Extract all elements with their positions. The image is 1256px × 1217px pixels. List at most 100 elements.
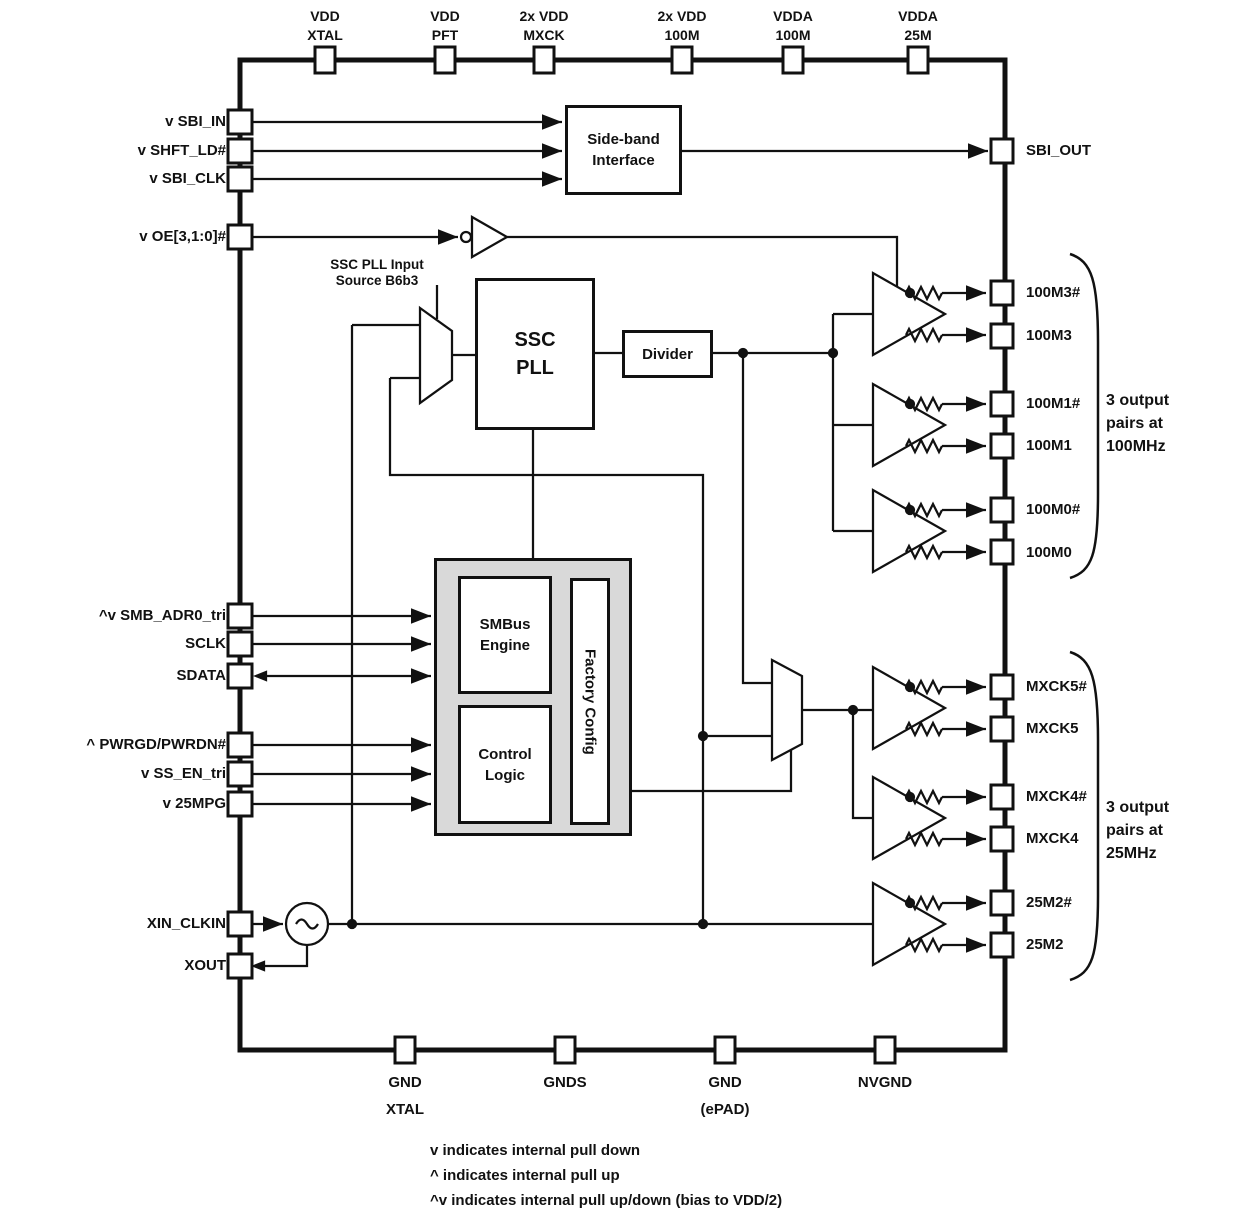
pin-square (989, 715, 1015, 743)
mxck-mux (697, 658, 873, 820)
config-select-wire (632, 750, 793, 793)
pin-square (989, 137, 1015, 165)
pin-label-25mpg: v 25MPG (162, 795, 226, 812)
pin-square (226, 760, 254, 788)
pin-square (713, 1035, 737, 1065)
pin-square (989, 889, 1015, 917)
pin-label-nvgnd: NVGND (857, 1074, 913, 1091)
pin-label-100m1: 100M1 (1026, 437, 1072, 454)
factory-config-block: Factory Config (570, 578, 610, 825)
pin-square (226, 137, 254, 165)
pin-label-100m1n: 100M1# (1026, 395, 1081, 412)
resistor-icon (904, 326, 944, 344)
output-buffer-100m0 (871, 488, 986, 574)
oe-wire (252, 215, 899, 288)
inverter-bubble-icon (459, 230, 473, 244)
pin-square (670, 45, 694, 75)
left-pin-squares (226, 108, 254, 980)
pin-square (989, 432, 1015, 460)
main-clock-wires (531, 312, 873, 685)
pin-square (226, 790, 254, 818)
pin-square (906, 45, 930, 75)
pin-square (989, 322, 1015, 350)
pin-label-xin-clkin: XIN_CLKIN (146, 915, 226, 932)
pll-input-mux (350, 285, 705, 924)
pin-label-100m0: 100M0 (1026, 544, 1072, 561)
pin-label-100m3n: 100M3# (1026, 284, 1081, 301)
pin-label-sbi-in: v SBI_IN (165, 113, 226, 130)
pin-label-gnd-epad: GND(ePAD) (700, 1074, 750, 1118)
pin-square (781, 45, 805, 75)
pin-label-25m2: 25M2 (1026, 936, 1064, 953)
pin-label-oe: v OE[3,1:0]# (139, 228, 226, 245)
resistor-icon (904, 788, 944, 806)
smbus-engine-block: SMBus Engine (458, 576, 552, 694)
brace-25m (1069, 650, 1100, 982)
pin-label-sbi-clk: v SBI_CLK (149, 170, 226, 187)
pin-square (226, 108, 254, 136)
pin-square (532, 45, 556, 75)
pin-label-pwrgd: ^ PWRGD/PWRDN# (86, 736, 226, 753)
resistor-icon (904, 437, 944, 455)
pll-input-mux-label: SSC PLL Input Source B6b3 (330, 257, 424, 288)
pin-label-100m3: 100M3 (1026, 327, 1072, 344)
pin-label-mxck4n: MXCK4# (1026, 788, 1087, 805)
right-pin-squares (989, 137, 1015, 959)
pin-square (226, 910, 254, 938)
legend-pull-down: v indicates internal pull down (430, 1142, 641, 1159)
resistor-icon (904, 395, 944, 413)
pin-label-shft-ld: v SHFT_LD# (137, 142, 226, 159)
pin-label-sclk: SCLK (185, 635, 226, 652)
pin-square (226, 165, 254, 193)
pin-square (393, 1035, 417, 1065)
output-buffer-100m1 (871, 382, 986, 468)
pin-square (226, 662, 254, 690)
pin-square (226, 630, 254, 658)
pin-square (553, 1035, 577, 1065)
pin-label-gnds: GNDS (543, 1074, 587, 1091)
pin-label-sbi-out: SBI_OUT (1026, 142, 1092, 159)
pin-label-smb-adr0: ^v SMB_ADR0_tri (98, 607, 226, 624)
pin-square (873, 1035, 897, 1065)
mux-icon (418, 305, 454, 406)
output-buffer-25m2 (871, 881, 986, 967)
pin-square (226, 602, 254, 630)
resistor-icon (904, 720, 944, 738)
pin-label-ss-en: v SS_EN_tri (140, 765, 226, 782)
resistor-icon (904, 894, 944, 912)
resistor-icon (904, 501, 944, 519)
smbus-wires (252, 608, 431, 812)
pin-square (313, 45, 337, 75)
ssc-pll-block: SSC PLL (475, 278, 595, 430)
pin-label-100m0n: 100M0# (1026, 501, 1081, 518)
pin-square (989, 496, 1015, 524)
pin-square (989, 390, 1015, 418)
pin-label-mxck4: MXCK4 (1026, 830, 1079, 847)
legend-pull-up: ^ indicates internal pull up (430, 1167, 620, 1184)
brace-100m (1069, 252, 1100, 580)
pin-square (226, 731, 254, 759)
control-logic-block: Control Logic (458, 705, 552, 824)
sideband-interface-block: Side-band Interface (565, 105, 682, 195)
bottom-pin-squares (393, 1035, 897, 1065)
pin-square (989, 673, 1015, 701)
pin-square (989, 783, 1015, 811)
output-buffer-100m3 (871, 271, 986, 357)
resistor-icon (904, 284, 944, 302)
pin-square (989, 825, 1015, 853)
resistor-icon (904, 830, 944, 848)
output-buffer-mxck4 (871, 775, 986, 861)
pin-label-25m2n: 25M2# (1026, 894, 1072, 911)
resistor-icon (904, 678, 944, 696)
legend-pull-updown: ^v indicates internal pull up/down (bias… (430, 1192, 783, 1209)
